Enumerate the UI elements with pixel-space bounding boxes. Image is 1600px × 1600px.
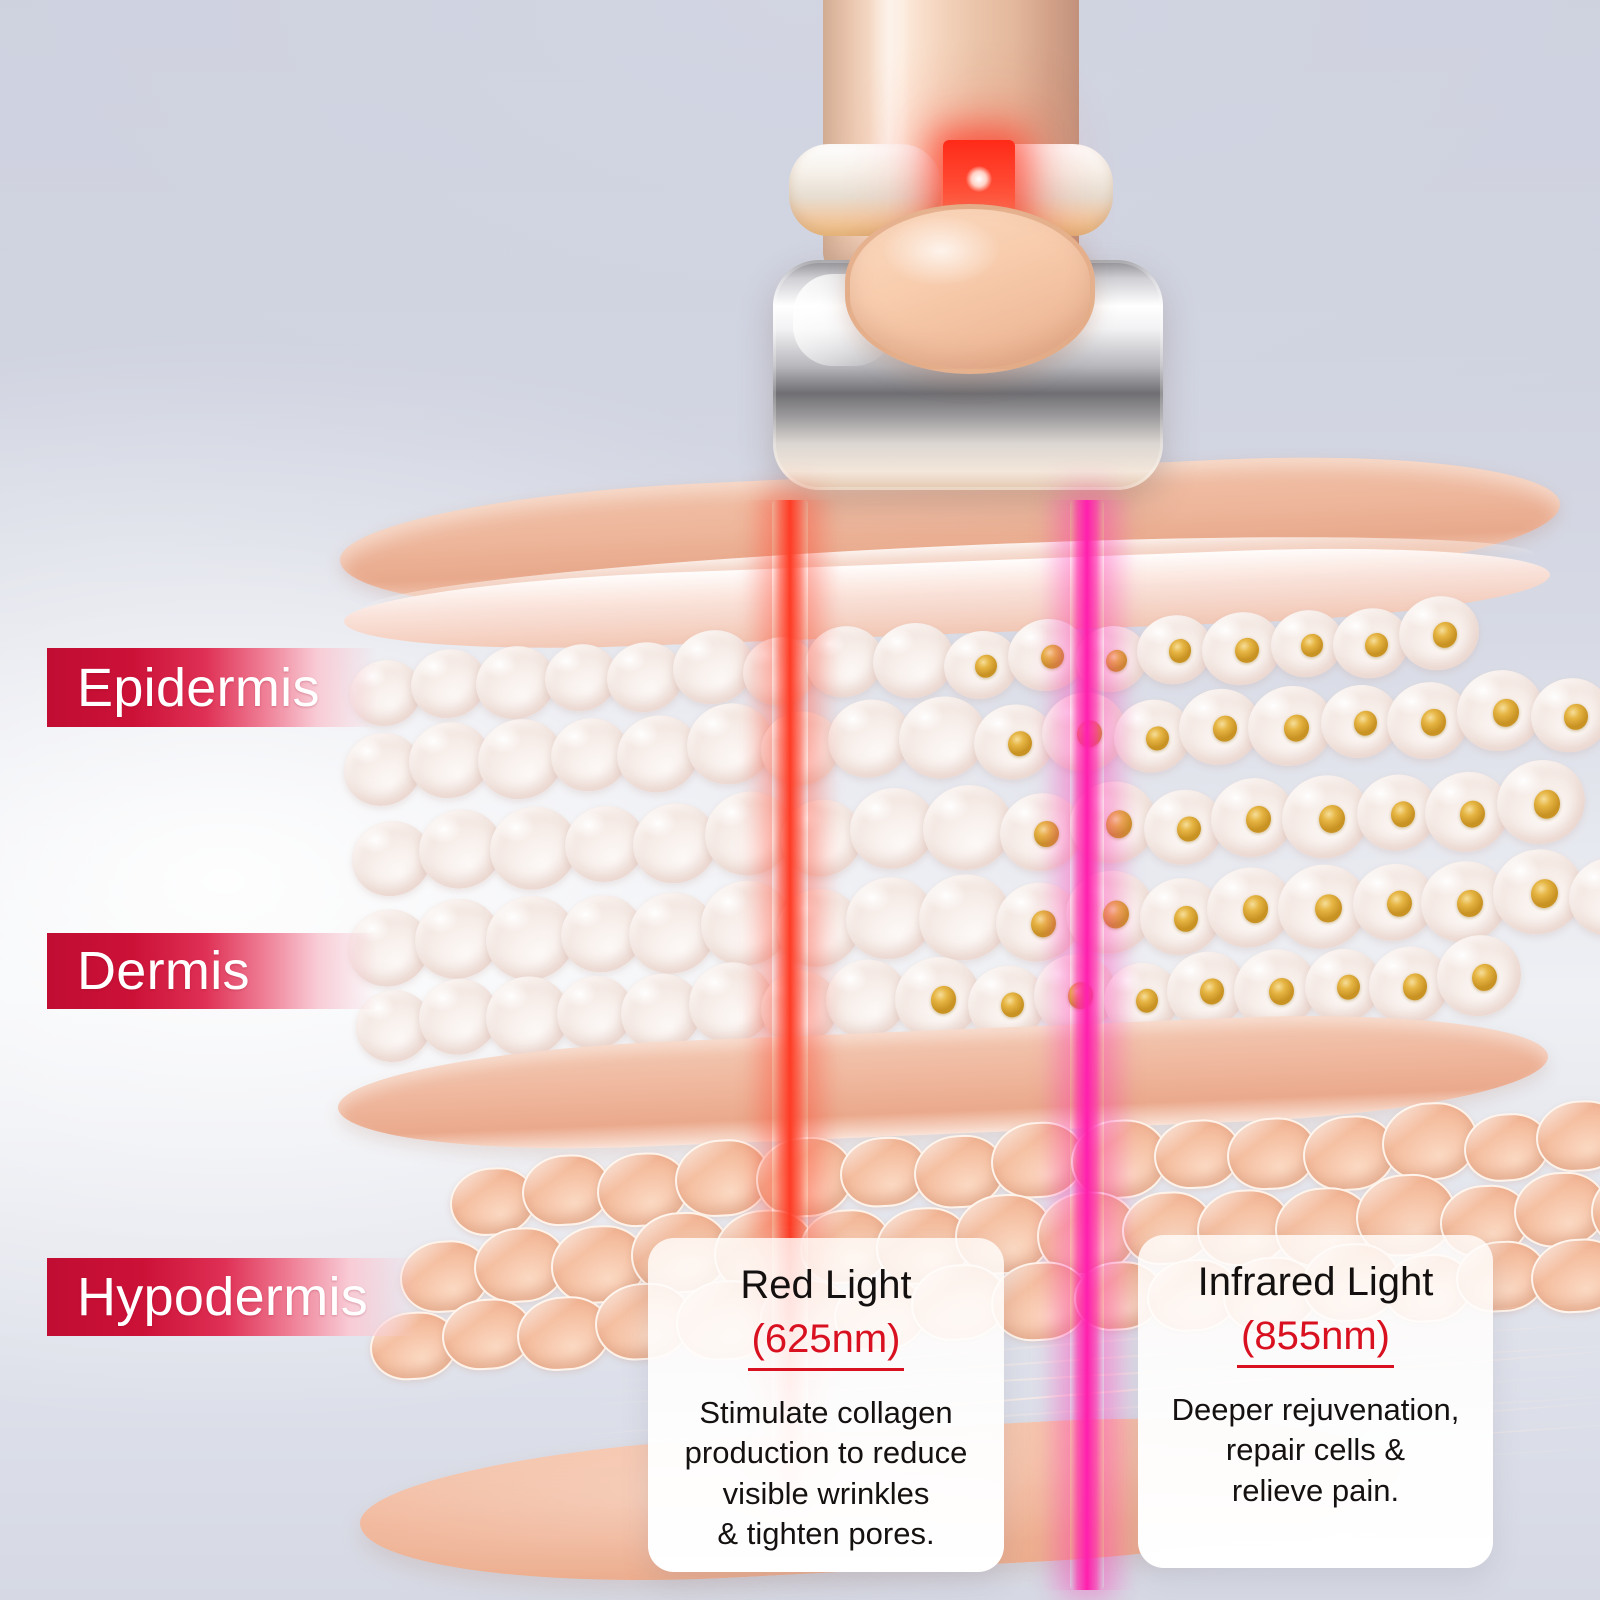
red-light-title: Red Light (740, 1263, 912, 1307)
layer-label-dermis: Dermis (47, 933, 377, 1009)
layer-label-epidermis-text: Epidermis (77, 657, 320, 718)
skin-cell (1531, 676, 1600, 754)
skin-cell (633, 801, 717, 885)
skin-cell (923, 783, 1012, 872)
skin-cell (617, 713, 699, 794)
wand-chrome-head (773, 260, 1163, 490)
red-light-therapy-wand (745, 0, 1165, 512)
skin-cell (476, 644, 555, 721)
info-card-red-light: Red Light (625nm) Stimulate collagen pro… (648, 1238, 1004, 1572)
skin-cell (743, 635, 816, 707)
layer-label-hypodermis: Hypodermis (47, 1258, 417, 1336)
skin-cell (1000, 791, 1082, 873)
skin-cell (689, 960, 773, 1045)
skin-cell (673, 628, 753, 706)
skin-cell (1008, 617, 1086, 693)
skin-cell (1425, 770, 1509, 854)
info-card-infrared-light: Infrared Light (855nm) Deeper rejuvenati… (1138, 1235, 1493, 1568)
skin-cell (1399, 594, 1479, 672)
wand-dome-lens (845, 204, 1095, 374)
skin-cell (687, 701, 773, 786)
skin-cell (607, 640, 683, 714)
red-light-wavelength: (625nm) (747, 1318, 905, 1371)
infrared-light-title: Infrared Light (1197, 1260, 1434, 1304)
layer-label-dermis-text: Dermis (77, 941, 250, 1001)
skin-cell (1333, 606, 1409, 680)
infrared-light-description: Deeper rejuvenation, repair cells & reli… (1171, 1392, 1460, 1508)
infrared-light-wavelength: (855nm) (1237, 1315, 1394, 1368)
skin-cell (1457, 668, 1543, 753)
skin-cell (1070, 779, 1156, 865)
red-light-description: Stimulate collagen production to reduce … (684, 1395, 968, 1551)
skin-cell (895, 955, 980, 1041)
skin-cell (1387, 680, 1469, 761)
skin-cell (411, 647, 486, 720)
skin-cell (944, 628, 1018, 701)
skin-cell (1282, 773, 1369, 860)
skin-cell (1076, 624, 1147, 694)
skin-cell (1437, 933, 1521, 1018)
skin-cell (806, 624, 883, 699)
fat-lobule (1531, 1236, 1600, 1316)
skin-cell (490, 804, 577, 891)
skin-cell (873, 621, 954, 700)
skin-cell (1497, 758, 1585, 846)
layer-label-hypodermis-text: Hypodermis (77, 1267, 369, 1327)
skin-cell (1137, 613, 1212, 686)
skin-cell (899, 694, 986, 781)
skin-cell (1202, 610, 1281, 687)
skin-cell (705, 789, 793, 877)
layer-label-epidermis: Epidermis (47, 648, 377, 727)
